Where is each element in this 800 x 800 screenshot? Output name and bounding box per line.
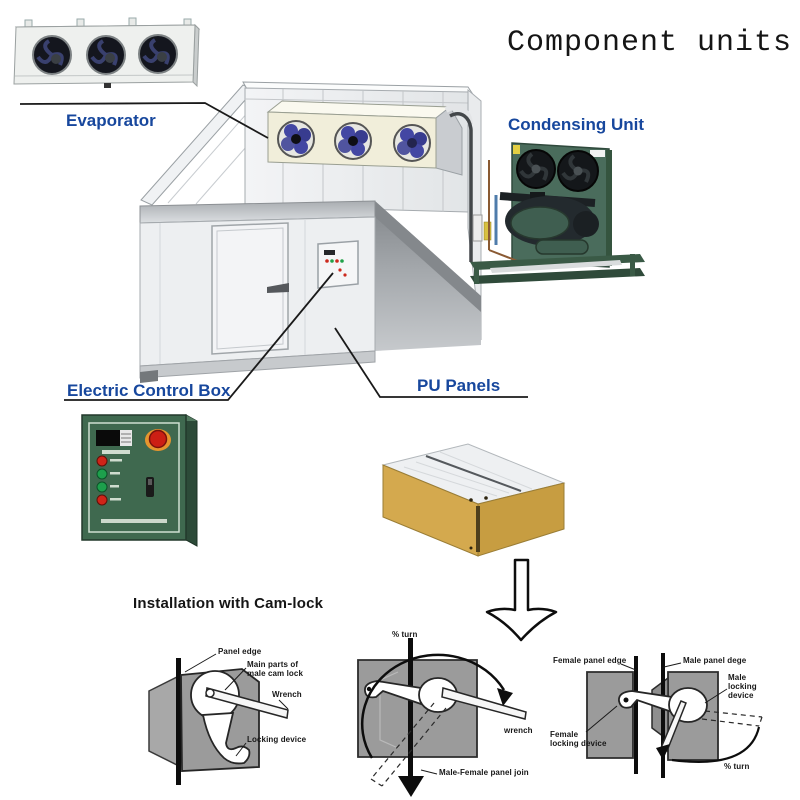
panel-edge-line bbox=[176, 658, 181, 785]
female-locking-label-line2: locking device bbox=[550, 739, 607, 748]
camlock-locked-diagram bbox=[585, 653, 763, 778]
main-parts-label-line1: Main parts of bbox=[247, 660, 299, 669]
electric-control-box-label: Electric Control Box bbox=[67, 381, 231, 400]
indicator-lights bbox=[96, 455, 122, 506]
down-arrow-icon bbox=[485, 558, 558, 642]
evaporator-label: Evaporator bbox=[66, 111, 156, 130]
quarter-turn-label: % turn bbox=[392, 630, 418, 639]
main-parts-label-line2: male cam lock bbox=[247, 669, 303, 678]
panel-join-label: Male-Female panel join bbox=[439, 768, 529, 777]
cold-room-image bbox=[139, 81, 482, 383]
condenser-fan-icon bbox=[557, 150, 599, 192]
evaporator-fan-icon bbox=[32, 35, 72, 75]
male-panel-edge-line bbox=[661, 653, 665, 778]
previous-wrench-position bbox=[701, 710, 763, 727]
condensing-unit-label: Condensing Unit bbox=[508, 115, 644, 134]
condenser-fan-icon bbox=[516, 149, 556, 189]
panel-edge-label: Panel edge bbox=[218, 647, 262, 656]
male-panel-edge-label: Male panel dege bbox=[683, 656, 747, 665]
evaporator-fan-icon bbox=[138, 34, 178, 74]
male-locking-label-line1: Male bbox=[728, 673, 747, 682]
male-locking-label-line2: locking bbox=[728, 682, 757, 691]
camlock-parts-diagram bbox=[148, 653, 289, 785]
join-arrow bbox=[398, 776, 424, 797]
turn-arrow bbox=[671, 726, 761, 763]
evaporator-image bbox=[13, 17, 201, 88]
camlock-turning-diagram bbox=[357, 638, 527, 797]
previous-wrench-position bbox=[370, 702, 447, 787]
pu-panel-image bbox=[381, 443, 566, 557]
male-locking-label-line3: device bbox=[728, 691, 754, 700]
fan-icon bbox=[393, 124, 431, 162]
female-locking-label-line1: Female bbox=[550, 730, 579, 739]
quarter-turn-label: % turn bbox=[724, 762, 750, 771]
wrench-rod bbox=[441, 687, 527, 720]
turn-arrow bbox=[360, 653, 506, 759]
evaporator-fan-icon bbox=[86, 35, 126, 75]
electric-control-box-image bbox=[81, 414, 198, 547]
cold-room-door bbox=[211, 222, 289, 355]
emergency-stop-button bbox=[148, 429, 168, 449]
condensing-unit-image bbox=[470, 142, 645, 284]
page-title: Component units bbox=[507, 26, 793, 60]
locking-device-label: Locking device bbox=[247, 735, 307, 744]
fan-icon bbox=[334, 122, 372, 160]
pu-panels-label: PU Panels bbox=[417, 376, 501, 395]
wall-control-box bbox=[317, 240, 359, 289]
female-panel-edge-label: Female panel edge bbox=[553, 656, 627, 665]
wrench-label: wrench bbox=[504, 726, 533, 735]
installation-heading: Installation with Cam-lock bbox=[133, 595, 324, 612]
wrench-label: Wrench bbox=[272, 690, 302, 699]
mounted-evaporator bbox=[266, 100, 463, 176]
door-handle bbox=[267, 283, 289, 293]
female-panel-edge-line bbox=[634, 656, 638, 774]
leader-lines bbox=[19, 102, 528, 401]
fan-icon bbox=[277, 120, 315, 158]
